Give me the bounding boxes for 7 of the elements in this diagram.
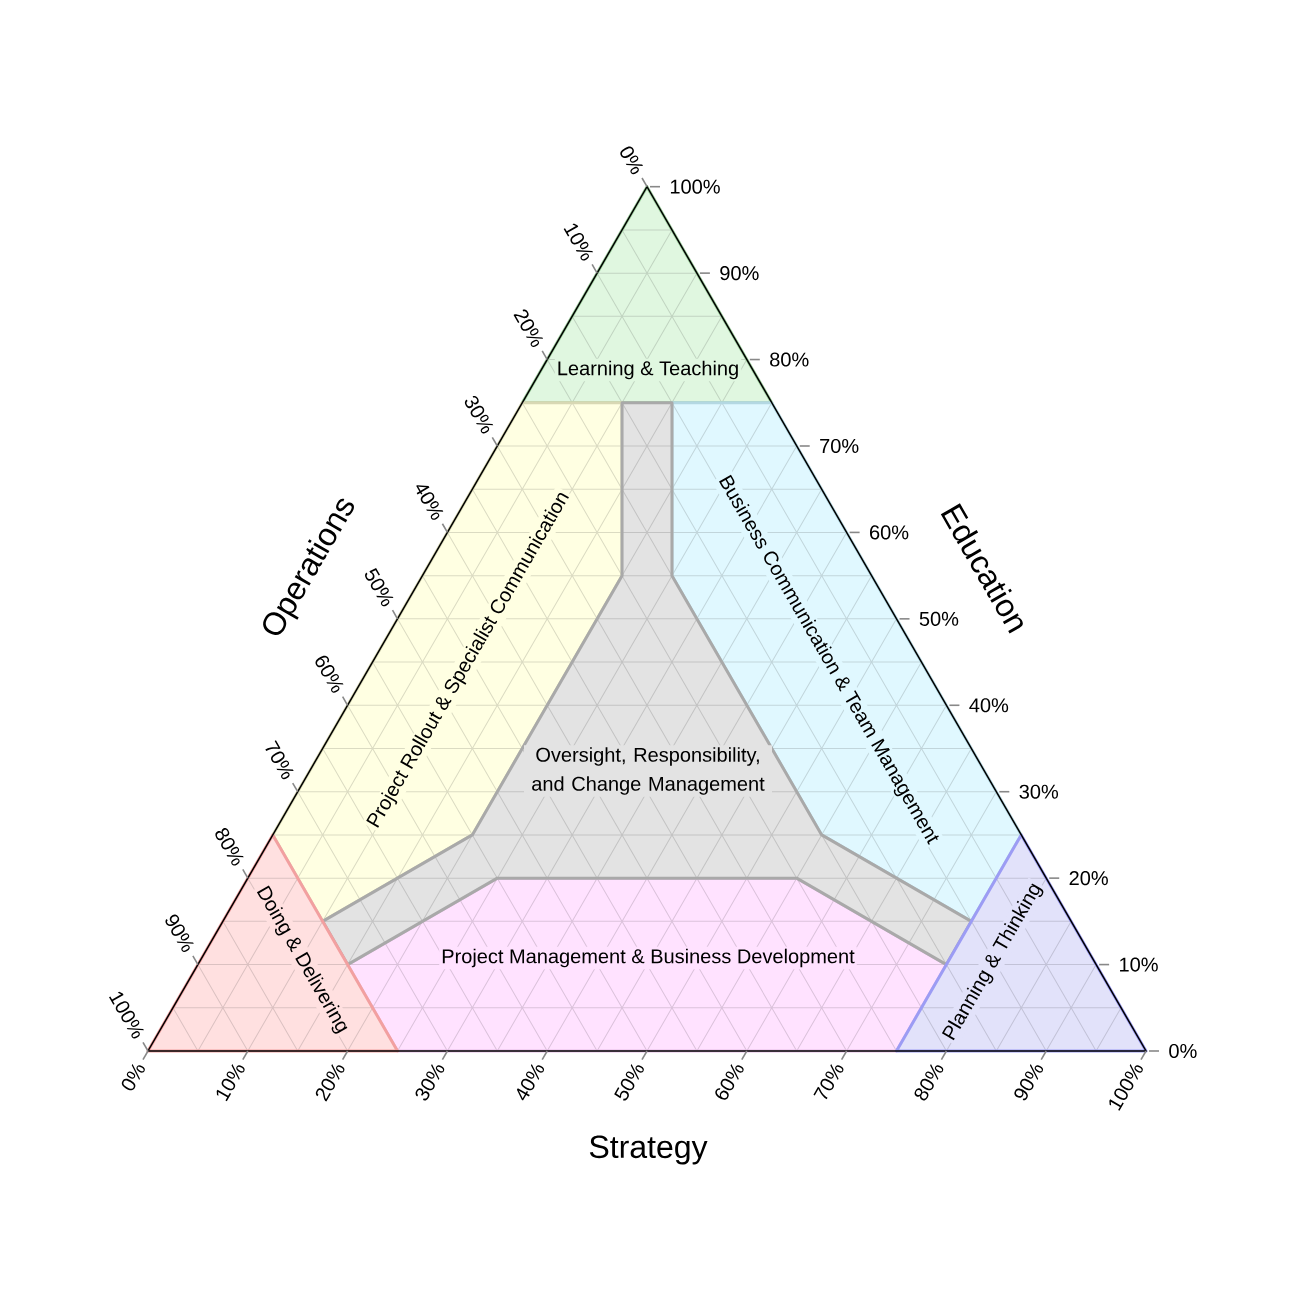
tick-label: 20%: [1069, 871, 1108, 886]
tick-label: 0%: [121, 1064, 145, 1091]
axis-title: Strategy: [589, 1135, 708, 1165]
tick-label: 60%: [870, 525, 909, 540]
tick-label: 70%: [820, 438, 859, 454]
tick-label: 0%: [1169, 1043, 1197, 1059]
tick-label: 90%: [720, 266, 759, 281]
